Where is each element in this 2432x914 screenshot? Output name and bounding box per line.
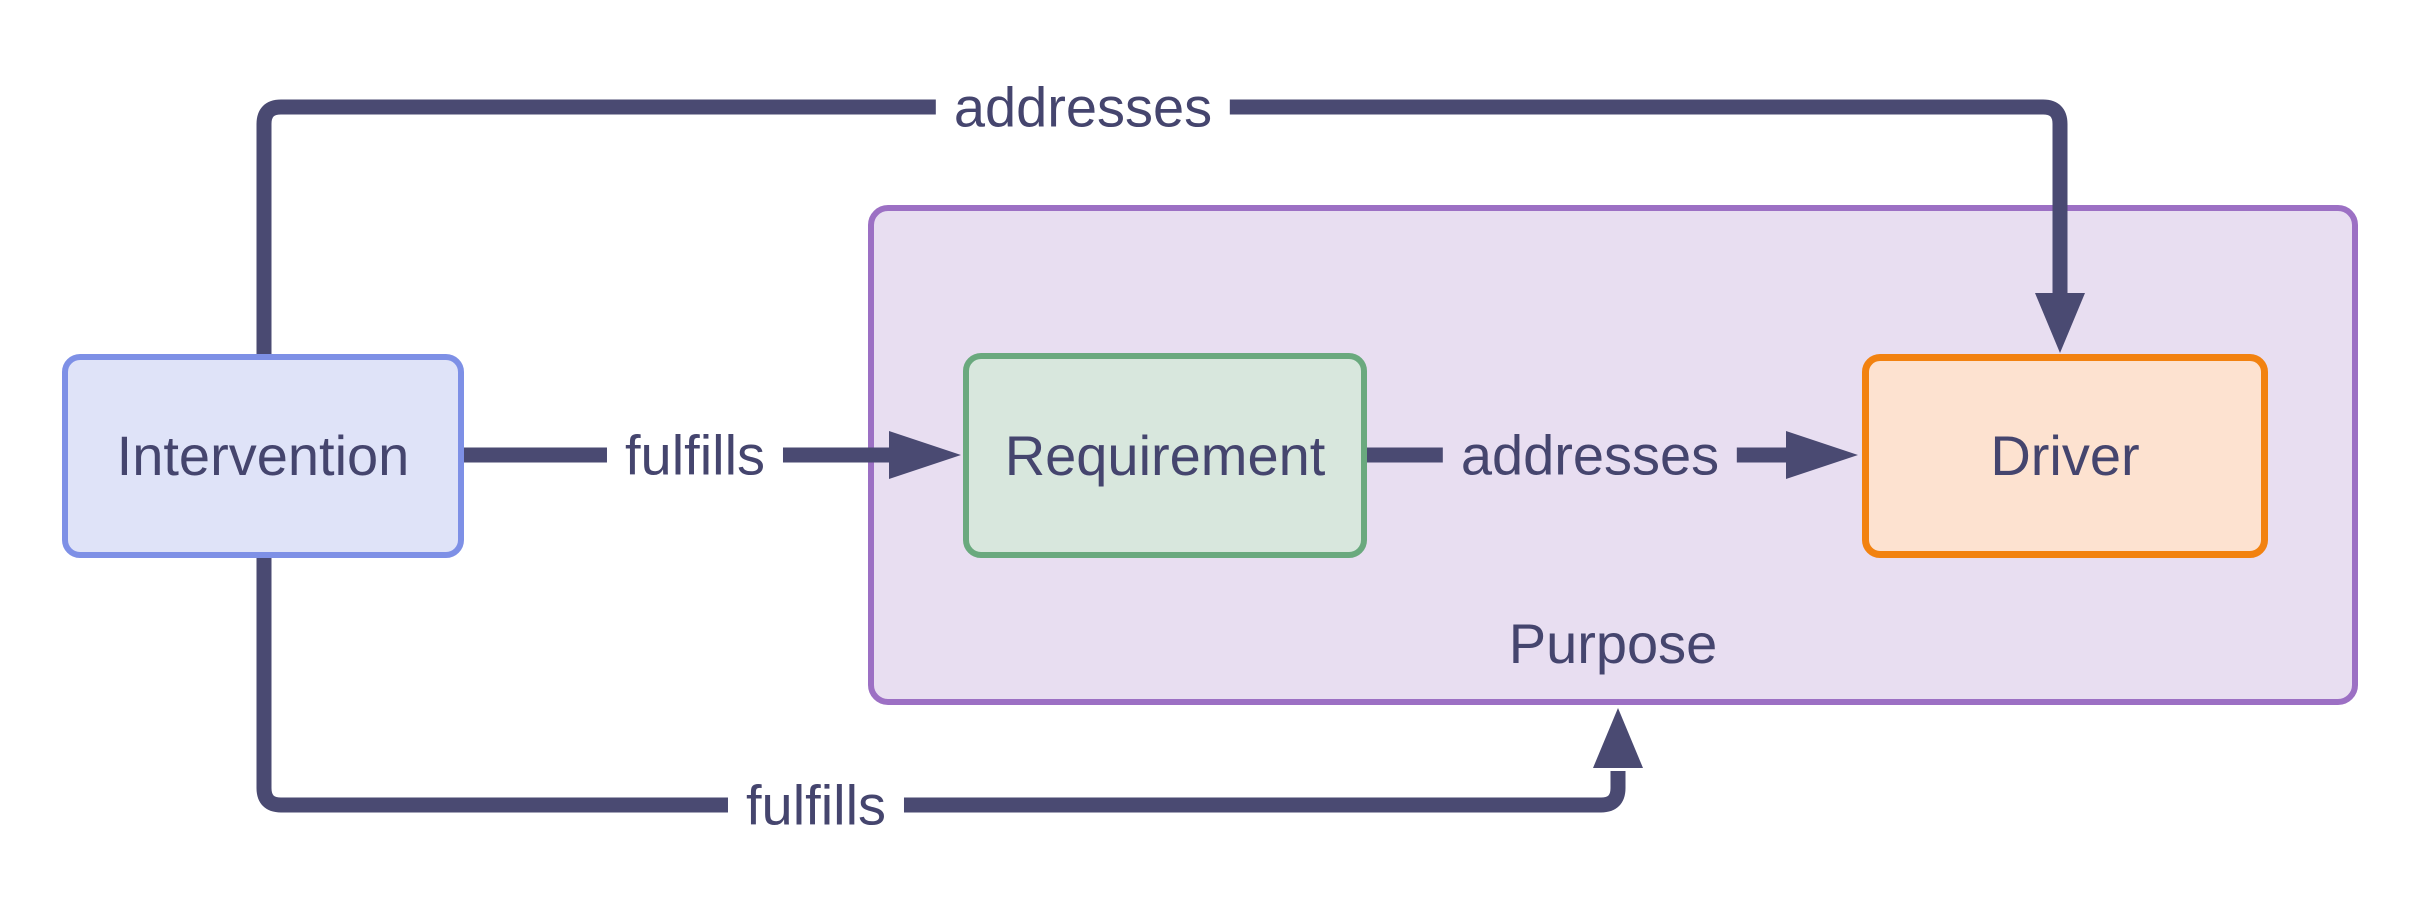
node-driver: Driver xyxy=(1862,354,2268,558)
arrowhead-into-driver-top-icon xyxy=(2035,293,2085,353)
node-requirement-label: Requirement xyxy=(1004,423,1326,487)
node-requirement: Requirement xyxy=(963,353,1367,558)
arrowhead-into-requirement-icon xyxy=(889,431,961,479)
arrowhead-into-driver-left-icon xyxy=(1786,431,1858,479)
cluster-purpose-label: Purpose xyxy=(1508,611,1718,675)
node-driver-label: Driver xyxy=(1990,424,2140,488)
edge-intervention-driver-path xyxy=(256,99,2068,354)
node-intervention-label: Intervention xyxy=(116,424,410,488)
edge-label-addresses-middle: addresses xyxy=(1442,419,1738,491)
edge-label-addresses-top: addresses xyxy=(935,71,1231,143)
arrowhead-into-purpose-bottom-icon xyxy=(1593,708,1643,768)
edge-label-fulfills-middle: fulfills xyxy=(606,419,784,491)
node-intervention: Intervention xyxy=(62,354,464,558)
edge-intervention-purpose-path xyxy=(256,558,1626,813)
edge-label-fulfills-bottom: fulfills xyxy=(727,769,905,841)
